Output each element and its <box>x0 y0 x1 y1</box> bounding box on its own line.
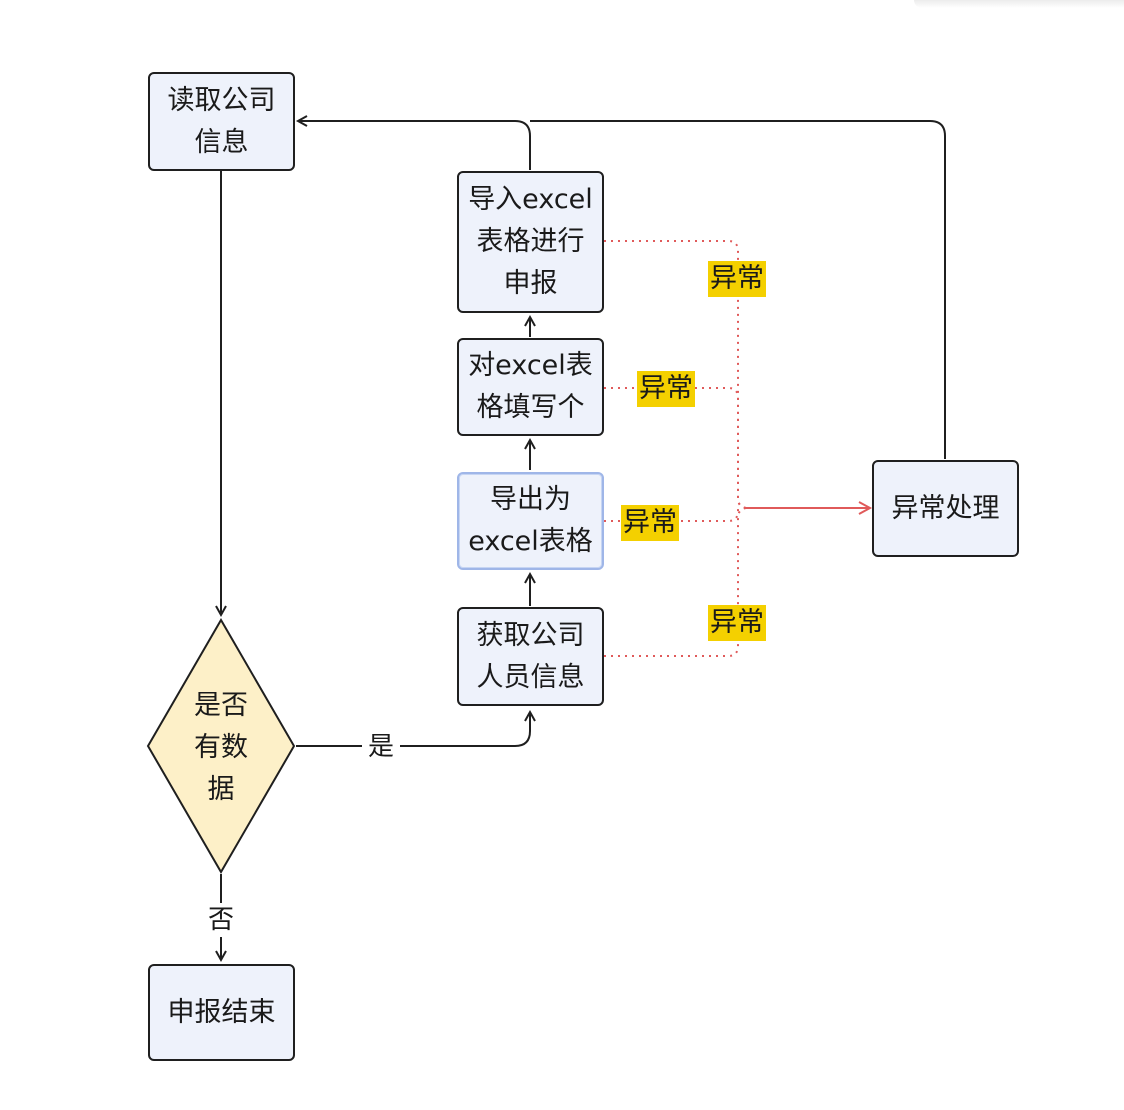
node-read-company-info-line2: 信息 <box>194 126 249 158</box>
edge-decision-yes-to-staff <box>296 709 536 747</box>
edge-import-to-read <box>295 115 531 170</box>
exception-tag-export: 异常 <box>621 505 679 541</box>
edge-import-exception <box>604 240 749 509</box>
node-has-data-line2: 有数 <box>194 732 248 763</box>
edge-fill-exception <box>604 387 749 509</box>
edge-label-yes: 是 <box>362 730 401 764</box>
node-fill-excel-line1: 对excel表 <box>468 350 593 381</box>
node-report-end[interactable]: 申报结束 <box>148 964 295 1061</box>
node-read-company-info[interactable]: 读取公司 信息 <box>148 72 295 171</box>
edge-label-no: 否 <box>202 903 241 937</box>
node-import-excel-line2: 表格进行 <box>476 226 585 257</box>
node-import-excel-report[interactable]: 导入excel 表格进行 申报 <box>457 171 604 313</box>
exception-tag-staff: 异常 <box>708 605 766 641</box>
node-has-data-label: 是否 有数 据 <box>181 685 261 811</box>
window-edge-shadow <box>914 0 1124 8</box>
node-fill-excel[interactable]: 对excel表 格填写个 <box>457 338 604 436</box>
edge-export-exception <box>604 508 739 522</box>
node-report-end-label: 申报结束 <box>167 996 276 1028</box>
node-get-staff-info-line2: 人员信息 <box>476 661 585 693</box>
node-has-data-line3: 据 <box>207 774 235 805</box>
edge-staff-exception <box>604 507 749 657</box>
node-import-excel-line3: 申报 <box>503 268 558 299</box>
edge-exception-to-read <box>530 120 946 459</box>
node-export-excel-line1: 导出为 <box>489 484 571 515</box>
decision-diamond-shape[interactable] <box>146 618 296 874</box>
node-read-company-info-line1: 读取公司 <box>167 84 276 116</box>
node-exception-handling-label: 异常处理 <box>891 492 1000 524</box>
node-export-excel-line2: excel表格 <box>468 526 593 557</box>
node-exception-handling[interactable]: 异常处理 <box>872 460 1019 557</box>
node-fill-excel-line2: 格填写个 <box>476 392 585 423</box>
exception-tag-import: 异常 <box>708 261 766 297</box>
exception-tag-fill: 异常 <box>637 371 695 407</box>
node-import-excel-line1: 导入excel <box>468 184 593 215</box>
node-get-staff-info[interactable]: 获取公司 人员信息 <box>457 607 604 706</box>
node-export-excel[interactable]: 导出为 excel表格 <box>457 472 604 570</box>
node-has-data-line1: 是否 <box>194 690 248 721</box>
node-get-staff-info-line1: 获取公司 <box>476 619 585 651</box>
